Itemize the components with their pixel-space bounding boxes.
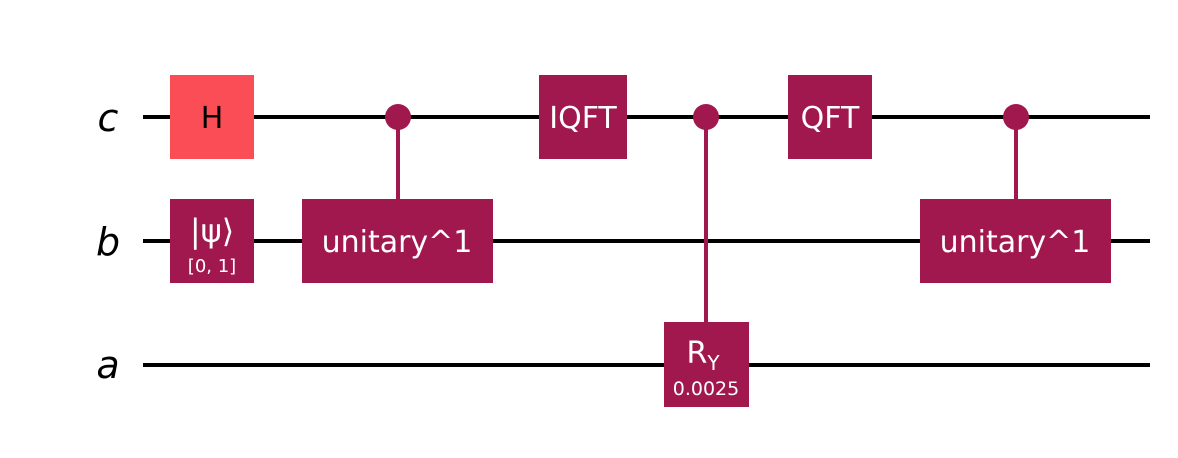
gate-unitary-2 bbox=[920, 199, 1111, 283]
gate-unitary-1-label: unitary^1 bbox=[322, 225, 473, 260]
gate-ry-label: RY bbox=[686, 336, 720, 375]
wire-label-a: a bbox=[96, 343, 119, 387]
gate-h bbox=[170, 75, 254, 159]
gate-initialize bbox=[170, 199, 254, 283]
gate-iqft-label: IQFT bbox=[549, 101, 617, 136]
gate-qft bbox=[788, 75, 872, 159]
control-dot-unitary-1 bbox=[385, 104, 411, 130]
gate-unitary-1 bbox=[302, 199, 493, 283]
gate-iqft bbox=[539, 75, 627, 159]
gate-h-label: H bbox=[201, 101, 224, 136]
wire-label-b: b bbox=[96, 220, 120, 264]
control-dot-unitary-2 bbox=[1003, 104, 1029, 130]
gate-initialize-label: |ψ⟩ bbox=[190, 212, 234, 250]
gate-unitary-2-label: unitary^1 bbox=[940, 225, 1091, 260]
gate-ry-param: 0.0025 bbox=[673, 378, 739, 400]
gate-ry bbox=[664, 322, 749, 407]
gate-initialize-param: [0, 1] bbox=[188, 256, 236, 277]
control-dot-ry bbox=[693, 104, 719, 130]
wire-label-c: c bbox=[98, 96, 119, 140]
gate-qft-label: QFT bbox=[801, 101, 860, 136]
